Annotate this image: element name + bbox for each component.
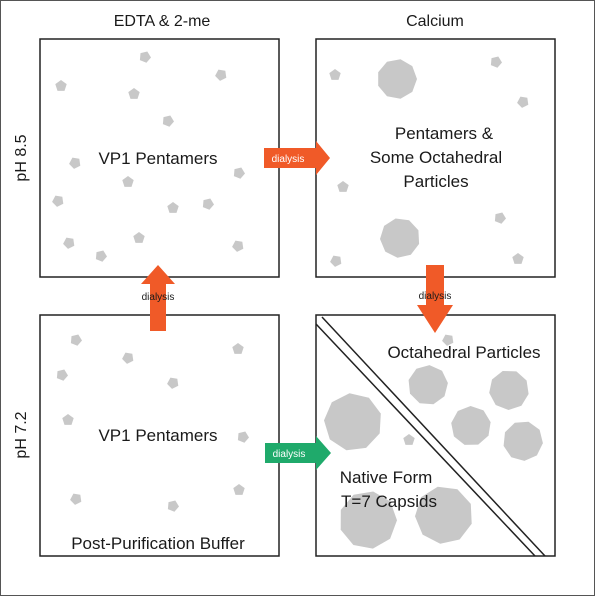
pentamer-particle xyxy=(233,167,245,179)
pentamer-particle xyxy=(55,80,67,91)
pentamer-particle xyxy=(490,56,502,68)
box-bottom-right-lower-label-line-1: Native Form xyxy=(340,468,433,487)
box-bottom-right-lower-label-line-2: T=7 Capsids xyxy=(341,492,437,511)
octahedral-particle xyxy=(378,59,417,99)
pentamer-particle xyxy=(232,240,244,252)
row-header-top: pH 8.5 xyxy=(13,134,30,181)
octahedral-particle xyxy=(415,486,472,544)
pentamer-particle xyxy=(215,69,227,81)
octahedral-particle xyxy=(503,421,543,461)
pentamer-particle xyxy=(63,237,75,249)
pentamer-particle xyxy=(162,115,174,127)
pentamer-particle xyxy=(69,157,81,169)
pentamer-particle xyxy=(403,434,415,445)
box-bottom-left-caption: Post-Purification Buffer xyxy=(71,534,245,553)
pentamer-particle xyxy=(62,414,74,425)
pentamer-particle xyxy=(167,500,179,512)
pentamer-particle xyxy=(139,51,151,63)
pentamer-particle xyxy=(167,377,179,389)
pentamer-particles xyxy=(52,51,529,512)
column-header-right: Calcium xyxy=(406,13,464,30)
dialysis-label-left-vertical: dialysis xyxy=(142,292,175,303)
pentamer-particle xyxy=(70,334,82,346)
box-top-right-label-line-3: Particles xyxy=(403,172,468,191)
diagonal-divider-upper xyxy=(321,316,546,557)
row-header-bottom: pH 7.2 xyxy=(13,411,30,458)
pentamer-particle xyxy=(122,176,134,187)
dialysis-arrow-left-vertical xyxy=(141,265,175,331)
octahedral-particle xyxy=(408,365,448,405)
pentamer-particle xyxy=(52,195,64,207)
box-top-left xyxy=(39,38,280,278)
pentamer-particle xyxy=(122,352,134,364)
pentamer-particle xyxy=(237,431,249,443)
box-top-right-label-line-2: Some Octahedral xyxy=(370,148,502,167)
pentamer-particle xyxy=(128,88,140,99)
pentamer-particle xyxy=(232,343,244,354)
pentamer-particle xyxy=(494,212,506,224)
pentamer-particle xyxy=(442,334,454,346)
pentamer-particle xyxy=(329,69,341,80)
pentamer-particle xyxy=(202,198,214,210)
pentamer-particle xyxy=(95,250,107,262)
pentamer-particle xyxy=(70,493,82,505)
dialysis-arrow-bottom-horizontal xyxy=(265,436,331,470)
pentamer-particle xyxy=(233,484,245,495)
box-bottom-right-upper-label: Octahedral Particles xyxy=(387,343,540,362)
octahedral-particle xyxy=(380,218,420,258)
dialysis-label-right-vertical: dialysis xyxy=(419,291,452,302)
box-bottom-left-label: VP1 Pentamers xyxy=(98,426,217,445)
dialysis-label-top-horizontal: dialysis xyxy=(272,154,305,165)
pentamer-particle xyxy=(337,181,349,192)
box-top-right-label-line-1: Pentamers & xyxy=(395,124,494,143)
dialysis-label-bottom-horizontal: dialysis xyxy=(273,449,306,460)
box-top-left-label: VP1 Pentamers xyxy=(98,149,217,168)
octahedral-particle xyxy=(489,371,529,410)
pentamer-particle xyxy=(512,253,524,264)
column-header-left: EDTA & 2-me xyxy=(114,13,211,30)
octahedral-particle xyxy=(340,491,397,549)
pentamer-particle xyxy=(167,202,179,213)
pentamer-particle xyxy=(56,369,68,381)
large-particles xyxy=(324,59,543,549)
pentamer-particle xyxy=(133,232,145,243)
diagonal-divider-lower xyxy=(315,323,536,557)
dialysis-arrow-top-horizontal xyxy=(264,141,330,175)
box-top-right xyxy=(315,38,556,278)
octahedral-particle xyxy=(324,393,381,451)
dialysis-arrow-right-vertical xyxy=(417,265,453,333)
pentamer-particle xyxy=(330,255,342,267)
octahedral-particle xyxy=(451,406,491,445)
pentamer-particle xyxy=(517,96,529,108)
